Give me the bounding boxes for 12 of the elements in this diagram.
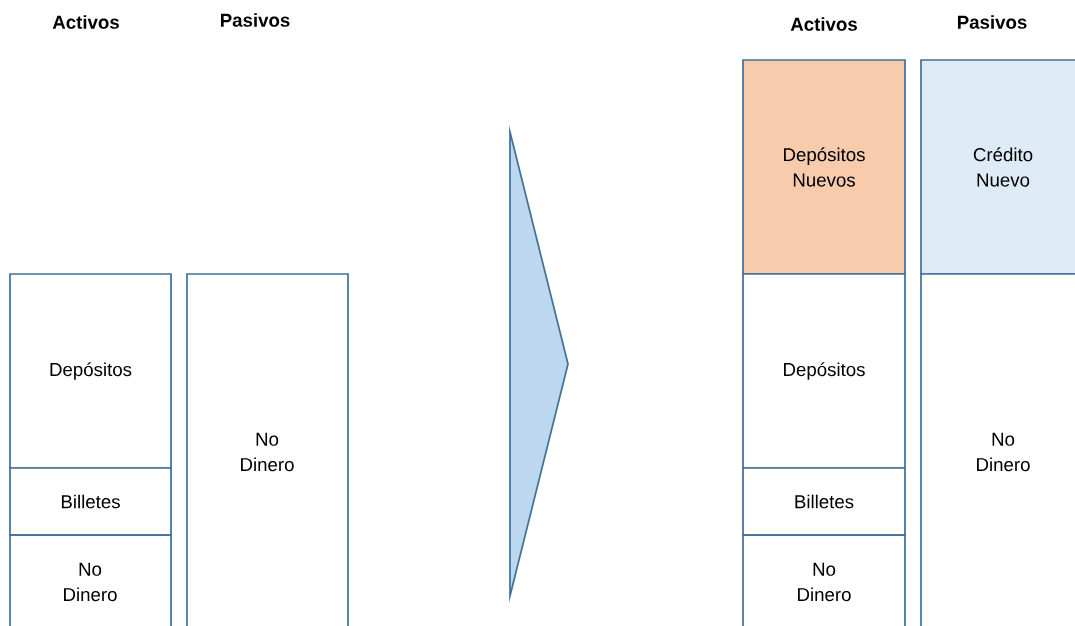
balance-cell: No Dinero: [742, 534, 906, 626]
column-heading: Activos: [52, 15, 119, 29]
balance-cell: Billetes: [742, 467, 906, 536]
column-heading: Pasivos: [221, 13, 290, 27]
balance-cell: No Dinero: [186, 273, 349, 626]
column-heading: Pasivos: [958, 15, 1027, 29]
column-heading: Activos: [790, 17, 857, 31]
balance-cell: Billetes: [9, 467, 172, 536]
balance-cell: No Dinero: [920, 273, 1075, 626]
balance-cell: No Dinero: [9, 534, 172, 626]
balance-cell: Crédito Nuevo: [920, 59, 1075, 275]
balance-cell: Depósitos Nuevos: [742, 59, 906, 275]
